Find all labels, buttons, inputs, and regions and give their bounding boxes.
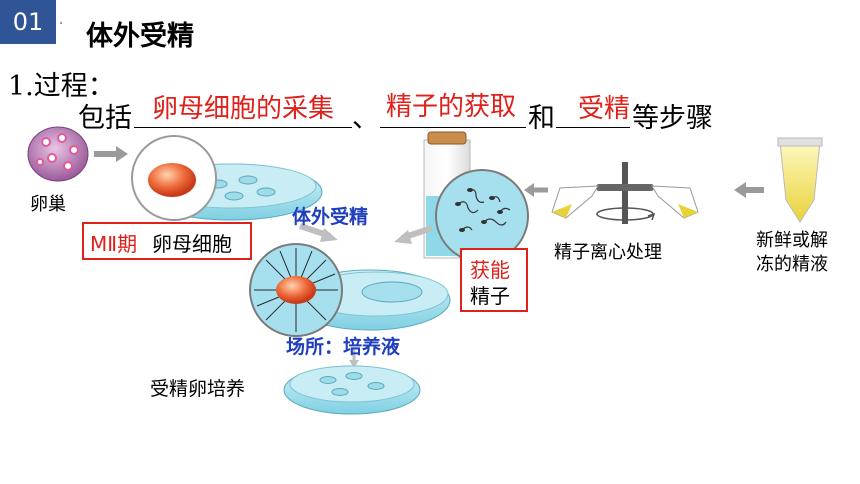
oocyte-magnifier-icon xyxy=(131,135,217,221)
prefix-text: 包括 xyxy=(78,103,132,134)
sperm-label: 精子 xyxy=(470,284,510,308)
centrifuge-icon xyxy=(551,162,699,224)
semen-label-line2: 冻的精液 xyxy=(756,254,828,275)
arrow-left-small-icon xyxy=(524,183,548,197)
oocyte-label-box: MⅡ期 卵母细胞 xyxy=(82,222,252,260)
culture-label: 受精卵培养 xyxy=(150,378,246,400)
suffix-text: 等步骤 xyxy=(632,103,713,134)
capacitated-sperm-box: 获能 精子 xyxy=(460,248,528,312)
sperm-magnifier-icon xyxy=(435,169,529,263)
capacitated-label: 获能 xyxy=(470,258,510,282)
page-title: 体外受精 xyxy=(86,21,194,52)
answer-sperm-acquisition: 精子的获取 xyxy=(386,92,517,122)
separator-2: 和 xyxy=(528,103,555,134)
arrow-down-right-icon xyxy=(394,225,433,244)
ovary-icon xyxy=(27,126,89,182)
answer-fertilization: 受精 xyxy=(578,94,631,124)
section-number-badge: 01 xyxy=(0,0,56,44)
arrow-down-left-icon xyxy=(299,223,338,242)
semen-tube-icon xyxy=(777,137,823,223)
separator-1: 、 xyxy=(352,103,379,134)
oocyte-stage-label: MⅡ期 xyxy=(90,232,138,256)
arrow-right-icon xyxy=(94,146,128,162)
ivf-label: 体外受精 xyxy=(292,206,369,228)
process-heading: 1.过程： xyxy=(8,71,115,102)
oocyte-label: 卵母细胞 xyxy=(152,232,232,256)
decorative-dot xyxy=(60,22,62,24)
blank-1 xyxy=(134,127,352,128)
ovary-label: 卵巢 xyxy=(30,194,66,215)
centrifuge-label: 精子离心处理 xyxy=(554,242,662,263)
fertilization-magnifier-icon xyxy=(249,243,343,337)
culture-dish-icon xyxy=(283,365,421,415)
place-label: 场所：培养液 xyxy=(286,336,401,358)
arrow-left-icon xyxy=(734,182,764,198)
process-sentence: 包括 、 和 等步骤 xyxy=(78,96,738,136)
semen-label-line1: 新鲜或解 xyxy=(756,230,828,251)
blank-2 xyxy=(380,127,526,128)
answer-oocyte-collection: 卵母细胞的采集 xyxy=(152,94,335,124)
arrow-down-icon xyxy=(349,348,359,368)
blank-3 xyxy=(556,127,630,128)
